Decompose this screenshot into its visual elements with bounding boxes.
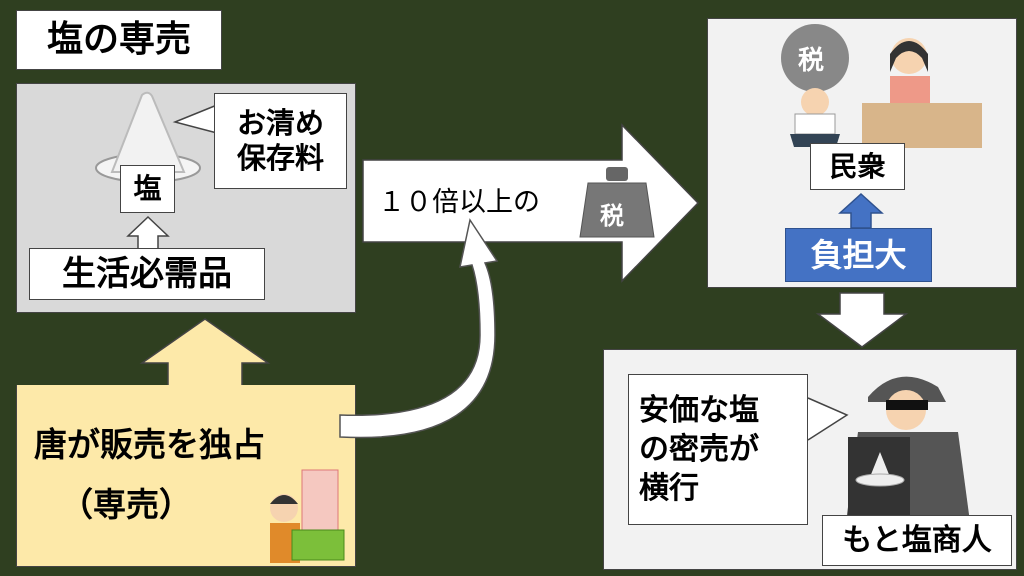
smuggler-icon (846, 376, 970, 522)
smuggling-bubble: 安価な塩 の密売が 横行 (628, 374, 808, 525)
uses-bubble-pointer (172, 104, 218, 134)
down-arrow-icon (815, 292, 909, 348)
use-purification: お清め (236, 106, 324, 141)
people-label: 民衆 (810, 143, 905, 190)
former-merchant-label: もと塩商人 (822, 515, 1012, 566)
monopoly-text-line2: （専売） (60, 485, 192, 524)
curved-arrow-icon (339, 218, 499, 439)
use-preservative: 保存料 (236, 141, 324, 175)
bubble-line-1: 安価な塩 (639, 393, 759, 428)
bubble-line-2: の密売が (639, 432, 759, 467)
small-up-arrow-icon (126, 215, 170, 250)
slide-title: 塩の専売 (16, 10, 222, 70)
necessity-label: 生活必需品 (29, 248, 265, 300)
burden-label: 負担大 (785, 228, 932, 282)
blue-up-arrow-icon (838, 192, 884, 229)
people-tax-weight-label: 税 (798, 46, 825, 76)
big-up-arrow-icon (139, 318, 271, 388)
clerk-woman-icon (862, 38, 982, 148)
bubble-line-3: 横行 (639, 471, 699, 506)
smuggling-bubble-pointer (807, 397, 849, 441)
uses-bubble: お清め 保存料 (214, 93, 347, 189)
tax-amount-text: １０倍以上の (378, 187, 540, 218)
big-right-arrow-icon (362, 123, 700, 283)
salt-label: 塩 (120, 165, 175, 213)
monopoly-text-line1: 唐が販売を独占 (34, 425, 265, 464)
merchant-with-salt-icon (270, 469, 345, 563)
tax-weight-label: 税 (600, 202, 624, 230)
tax-weight-icon (579, 167, 655, 238)
